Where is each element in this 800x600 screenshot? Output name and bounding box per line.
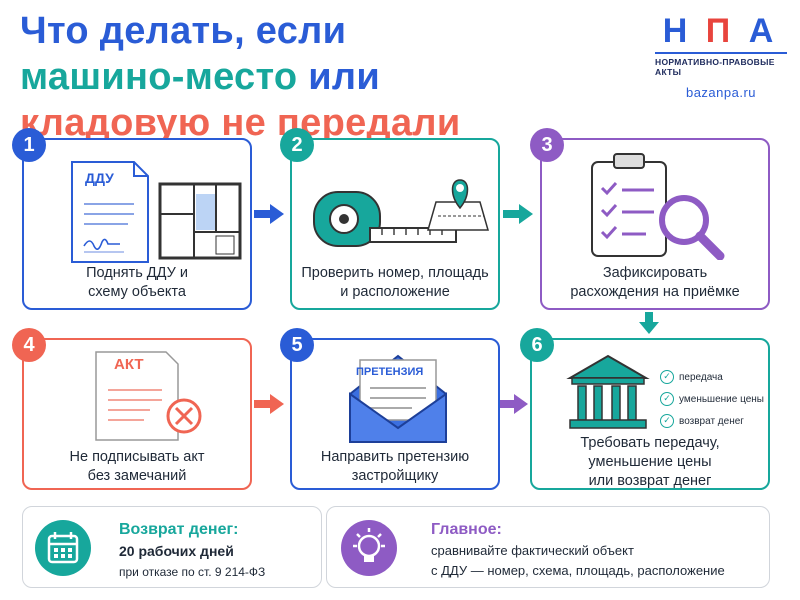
logo-letter-p: П: [705, 12, 731, 50]
arrow-down-icon: [639, 312, 659, 334]
step-1-line-1: Поднять ДДУ и: [86, 265, 188, 281]
step-number-5: 5: [280, 328, 314, 362]
main-point-line-1: сравнивайте фактический объект: [431, 543, 634, 558]
title-line-2-rest: или: [297, 56, 381, 98]
envelope-claim-icon: [349, 354, 447, 443]
step-2-line-1: Проверить номер, площадь: [301, 265, 489, 281]
step-card-5: 5 ПРЕТЕНЗИЯ Направить претензию застройщ…: [280, 328, 500, 490]
step-1-text: Поднять ДДУ и схему объекта: [24, 264, 250, 302]
title-line-3: кладовую не передали: [20, 102, 461, 144]
title-line-2-highlight: машино-место: [20, 56, 298, 98]
arrow-right-icon: [503, 204, 533, 224]
refund-info-box: Возврат денег: 20 рабочих дней при отказ…: [22, 506, 322, 588]
refund-heading: Возврат денег:: [119, 521, 239, 538]
step-card-3: 3 Зафиксировать расхождения на приёмке: [530, 128, 770, 310]
step-number-4: 4: [12, 328, 46, 362]
arrow-right-icon: [254, 204, 284, 224]
logo-letter-a: А: [748, 12, 774, 50]
step-2-text: Проверить номер, площадь и расположение: [292, 264, 498, 302]
step-6-line-1: Требовать передачу,: [580, 435, 720, 451]
main-point-line-2: с ДДУ — номер, схема, площадь, расположе…: [431, 563, 725, 578]
step-3-line-2: расхождения на приёмке: [570, 284, 740, 300]
step-card-4: 4 АКТ Не подписывать акт без замечаний: [12, 328, 252, 490]
logo-subtitle: НОРМАТИВНО-ПРАВОВЫЕ АКТЫ: [655, 52, 787, 77]
page-title: Что делать, если машино-место или кладов…: [20, 8, 460, 146]
step-6-line-2: уменьшение цены: [588, 454, 712, 470]
logo[interactable]: Н П А НОРМАТИВНО-ПРАВОВЫЕ АКТЫ bazanpa.r…: [655, 14, 787, 100]
step-4-text: Не подписывать акт без замечаний: [24, 448, 250, 486]
claim-doc-label: ПРЕТЕНЗИЯ: [356, 366, 424, 378]
step-6-text: Требовать передачу, уменьшение цены или …: [532, 434, 768, 491]
clipboard-magnifier-icon: [591, 153, 725, 260]
refund-note: при отказе по ст. 9 214-ФЗ: [119, 565, 266, 579]
logo-site-link[interactable]: bazanpa.ru: [685, 85, 757, 100]
refund-days: 20 рабочих дней: [119, 543, 234, 559]
bank-building-icon: [566, 354, 650, 429]
step-1-line-2: схему объекта: [88, 284, 186, 300]
main-point-heading: Главное:: [431, 521, 502, 538]
main-point-box: Главное: сравнивайте фактический объект …: [326, 506, 770, 588]
lightbulb-icon: [341, 520, 397, 576]
feature-transfer: ✓передача: [660, 370, 723, 384]
feature-refund: ✓возврат денег: [660, 414, 744, 428]
step-4-line-2: без замечаний: [87, 468, 187, 484]
step-5-line-2: застройщику: [351, 468, 439, 484]
step-3-line-1: Зафиксировать: [602, 265, 708, 281]
logo-mark: Н П А: [655, 14, 787, 48]
step-number-2: 2: [280, 128, 314, 162]
step-3-text: Зафиксировать расхождения на приёмке: [542, 264, 768, 302]
step-4-line-1: Не подписывать акт: [69, 449, 205, 465]
contract-doc-label: ДДУ: [85, 170, 114, 186]
step-number-6: 6: [520, 328, 554, 362]
feature-price-reduction: ✓уменьшение цены: [660, 392, 764, 406]
arrow-right-icon: [254, 394, 284, 414]
step-6-line-3: или возврат денег: [588, 473, 712, 489]
step-number-1: 1: [12, 128, 46, 162]
calendar-icon: [35, 520, 91, 576]
step-2-line-2: и расположение: [340, 284, 450, 300]
arrow-right-icon: [500, 394, 528, 414]
logo-letter-n: Н: [662, 12, 688, 50]
act-doc-label: АКТ: [114, 356, 144, 373]
check-icon: ✓: [660, 414, 674, 428]
check-icon: ✓: [660, 370, 674, 384]
step-5-text: Направить претензию застройщику: [292, 448, 498, 486]
step-5-line-1: Направить претензию: [320, 449, 470, 465]
step-card-6: 6 Требовать передачу, уменьшение цены ил…: [520, 328, 770, 491]
check-icon: ✓: [660, 392, 674, 406]
tape-measure-icon: [313, 179, 489, 247]
act-document-icon: [95, 351, 202, 441]
step-card-1: 1 ДДУ Поднять ДДУ и схему объекта: [12, 128, 252, 310]
title-line-1: Что делать, если: [20, 10, 347, 52]
step-number-3: 3: [530, 128, 564, 162]
title-line-2: машино-место или: [20, 54, 460, 100]
contract-and-plan-icon: [71, 161, 242, 263]
step-card-2: 2 Проверить номер, площадь и расположени…: [280, 128, 500, 310]
